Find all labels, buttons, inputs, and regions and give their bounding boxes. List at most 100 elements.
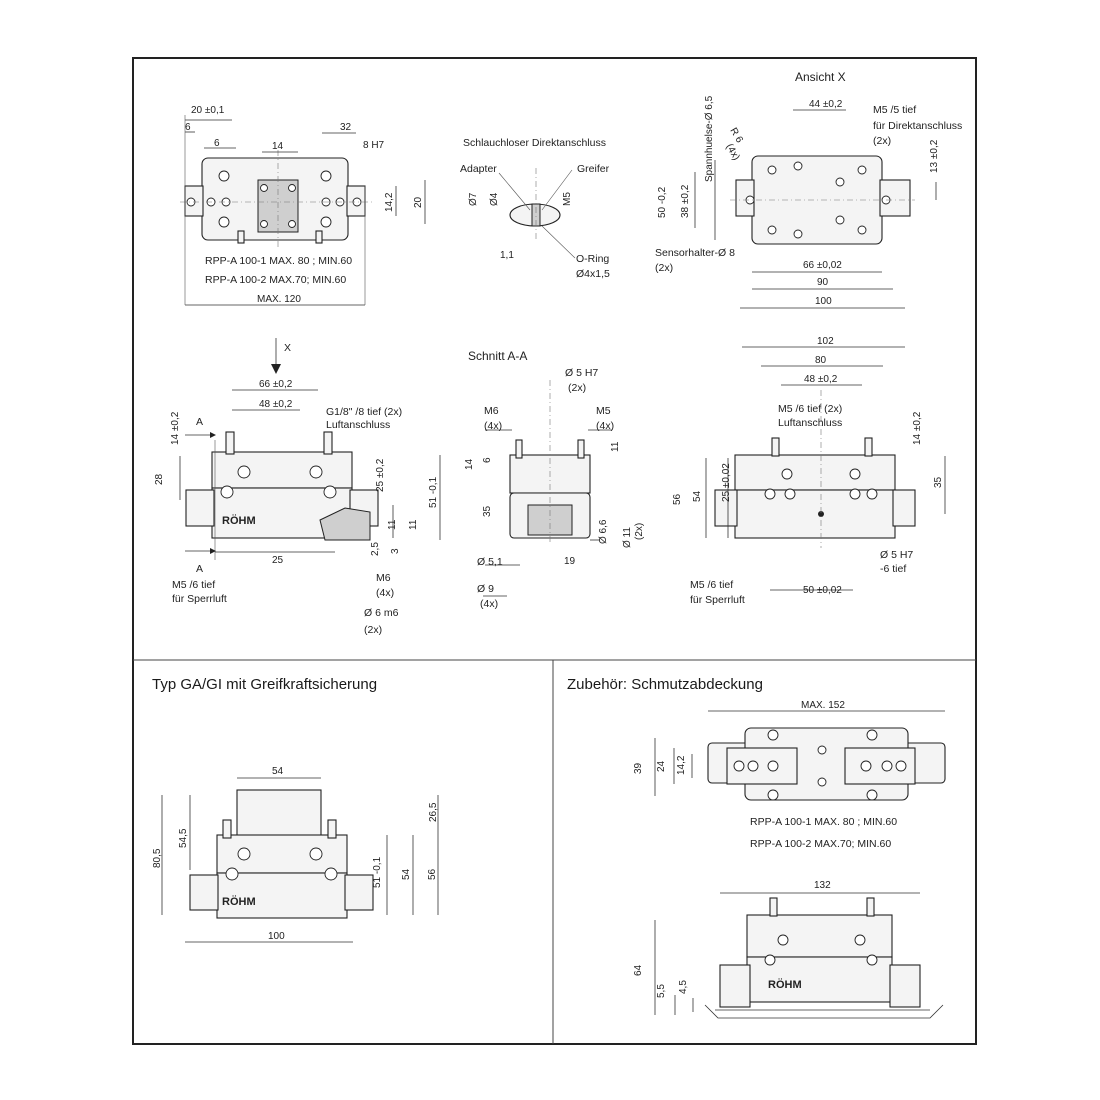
- ansicht-13: 13 ±0,2: [929, 139, 940, 173]
- section-zubehoer: Zubehör: Schmutzabdeckung MAX. 152 39 24…: [567, 676, 946, 1019]
- label-greifer: Greifer: [577, 163, 610, 175]
- section-a-a-view: Schnitt A-A Ø 5 H7 (2x) M6 (4x) M5 (4x) …: [464, 349, 645, 610]
- front-left-g18: G1/8" /8 tief (2x): [326, 406, 402, 418]
- zub-24: 24: [656, 760, 667, 772]
- front-left-d6-2x: (2x): [364, 624, 382, 636]
- front-left-view: RÖHM X 66 ±0,2 48 ±0,2 G1/8" /8 tief (2x…: [154, 338, 441, 636]
- front-right-luftanschluss: Luftanschluss: [778, 417, 842, 429]
- ansicht-38: 38 ±0,2: [680, 184, 691, 218]
- front-right-sperrluft: für Sperrluft: [690, 594, 745, 606]
- label-oring: O-Ring: [576, 253, 609, 265]
- dim-max-120: MAX. 120: [257, 294, 301, 305]
- ansicht-sensorhalter: Sensorhalter-Ø 8: [655, 247, 735, 259]
- zub-note-2: RPP-A 100-2 MAX.70; MIN.60: [750, 838, 891, 850]
- front-left-a-top: A: [196, 416, 203, 428]
- ga-gi-56: 56: [427, 868, 438, 880]
- front-left-brand: RÖHM: [222, 514, 256, 527]
- front-right-48: 48 ±0,2: [804, 374, 838, 385]
- front-left-25: 25 ±0,2: [375, 458, 386, 492]
- front-right-80: 80: [815, 355, 827, 366]
- front-left-28: 28: [154, 473, 165, 485]
- ansicht-direktanschluss: für Direktanschluss: [873, 120, 962, 132]
- front-right-50: 50 ±0,02: [803, 585, 842, 596]
- front-left-3: 3: [390, 548, 401, 554]
- ansicht-100: 100: [815, 296, 832, 307]
- section-typ-ga-gi: Typ GA/GI mit Greifkraftsicherung RÖHM 5…: [152, 676, 439, 943]
- front-right-d5h7: Ø 5 H7: [880, 549, 913, 561]
- ga-gi-54-top: 54: [272, 766, 284, 777]
- front-right-m5-sperr: M5 /6 tief: [690, 579, 733, 591]
- dim-14: 14: [272, 141, 284, 152]
- zub-brand: RÖHM: [768, 978, 802, 991]
- front-left-66: 66 ±0,2: [259, 379, 293, 390]
- ga-gi-54: 54: [401, 868, 412, 880]
- section-title: Schnitt A-A: [468, 349, 527, 363]
- dim-32: 32: [340, 122, 352, 133]
- ga-gi-51: 51 -0,1: [372, 856, 383, 888]
- dim-20b: 20: [413, 196, 424, 208]
- dim-1-1: 1,1: [500, 250, 514, 261]
- detail-title: Schlauchloser Direktanschluss: [463, 137, 606, 149]
- ga-gi-26-5: 26,5: [428, 802, 439, 822]
- section-m6: M6: [484, 405, 499, 417]
- dim-d7: Ø7: [468, 192, 479, 206]
- label-adapter: Adapter: [460, 163, 497, 175]
- dim-6a: 6: [185, 122, 191, 133]
- section-35: 35: [482, 505, 493, 517]
- dim-14-2: 14,2: [384, 192, 395, 212]
- front-right-view: 102 80 48 ±0,2 M5 /6 tief (2x) Luftansch…: [672, 336, 946, 606]
- front-left-d6: Ø 6 m6: [364, 607, 399, 619]
- front-right-35: 35: [933, 476, 944, 488]
- section-d5h7: Ø 5 H7: [565, 367, 598, 379]
- front-left-sperrluft: für Sperrluft: [172, 593, 227, 605]
- front-right-25: 25 ±0,02: [721, 463, 732, 502]
- ga-gi-54-5: 54,5: [178, 828, 189, 848]
- note-rpp-a-100-1: RPP-A 100-1 MAX. 80 ; MIN.60: [205, 255, 352, 267]
- front-left-11a: 11: [387, 519, 398, 530]
- ga-gi-100: 100: [268, 931, 285, 942]
- ansicht-sensorhalter-2x: (2x): [655, 262, 673, 274]
- front-left-m6-4x: (4x): [376, 587, 394, 599]
- section-d9: Ø 9: [477, 583, 494, 595]
- dim-8h7: 8 H7: [363, 140, 385, 151]
- front-right-56: 56: [672, 493, 683, 505]
- note-rpp-a-100-2: RPP-A 100-2 MAX.70; MIN.60: [205, 274, 346, 286]
- section-14: 14: [464, 458, 475, 470]
- front-left-m6: M6: [376, 572, 391, 584]
- front-left-m5: M5 /6 tief: [172, 579, 215, 591]
- section-m6-4x: (4x): [484, 420, 502, 432]
- ga-gi-brand: RÖHM: [222, 895, 256, 908]
- ansicht-spannhuelse: Spannhuelse-Ø 6,5: [704, 95, 715, 182]
- label-oring-size: Ø4x1,5: [576, 268, 610, 280]
- view-ansicht-x: Ansicht X 44 ±0,2 M5 /5 tief für Direkta…: [655, 70, 962, 309]
- front-right-102: 102: [817, 336, 834, 347]
- section-19: 19: [564, 556, 576, 567]
- dim-6b: 6: [214, 138, 220, 149]
- front-left-14: 14 ±0,2: [170, 411, 181, 445]
- ansicht-50: 50 -0,2: [657, 186, 668, 218]
- front-right-54: 54: [692, 490, 703, 502]
- front-left-51: 51 -0,1: [428, 476, 439, 508]
- zub-64: 64: [633, 964, 644, 976]
- zub-4-5: 4,5: [678, 980, 689, 994]
- top-left-view: 20 ±0,1 6 6 14 32 8 H7 14,2 20 RPP-A 100…: [180, 105, 426, 306]
- ga-gi-80-5: 80,5: [152, 848, 163, 868]
- section-d5h7-2x: (2x): [568, 382, 586, 394]
- front-left-luftanschluss: Luftanschluss: [326, 419, 390, 431]
- zub-5-5: 5,5: [656, 984, 667, 998]
- section-d6-6: Ø 6,6: [598, 519, 609, 544]
- dim-d4: Ø4: [489, 192, 500, 206]
- front-left-x: X: [284, 342, 291, 354]
- zub-132: 132: [814, 880, 831, 891]
- dim-20: 20 ±0,1: [191, 105, 225, 116]
- drawing-frame: [132, 57, 977, 1045]
- ansicht-2x: (2x): [873, 135, 891, 147]
- ansicht-x-title: Ansicht X: [795, 70, 846, 84]
- section-d11-2x: (2x): [634, 523, 645, 540]
- section-d9-4x: (4x): [480, 598, 498, 610]
- section-6: 6: [482, 457, 493, 463]
- zubehoer-title: Zubehör: Schmutzabdeckung: [567, 676, 763, 693]
- zub-max-152: MAX. 152: [801, 700, 845, 711]
- section-d11: Ø 11: [622, 527, 633, 548]
- front-right-m5: M5 /6 tief (2x): [778, 403, 842, 415]
